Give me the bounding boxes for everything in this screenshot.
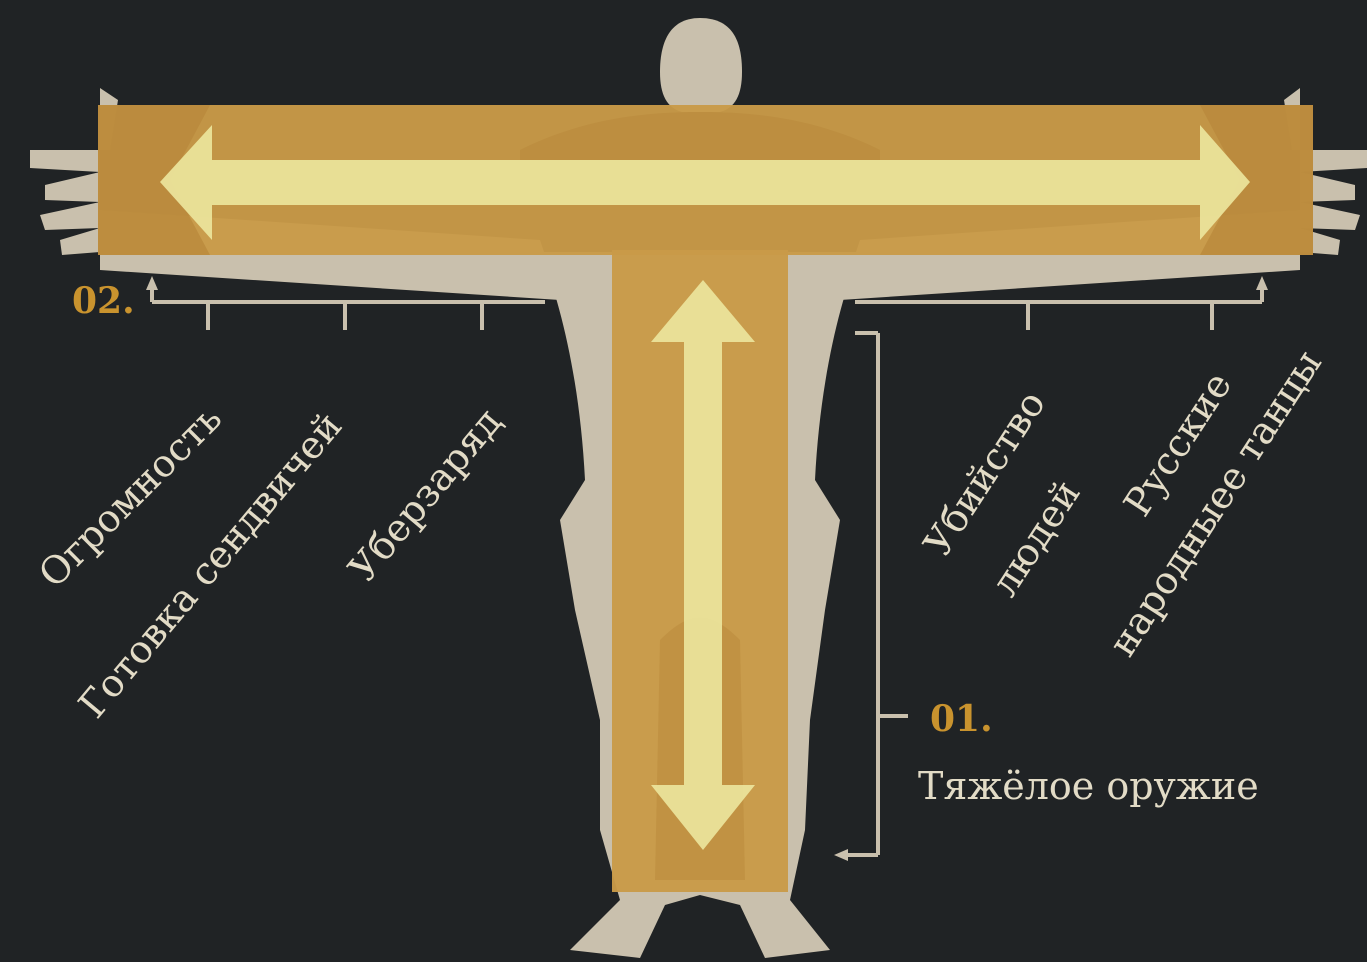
silhouette-head <box>660 18 742 112</box>
axis-01 <box>840 333 908 855</box>
axis-01-arrowhead <box>834 849 848 861</box>
axis-02-left-arrowhead <box>146 276 158 290</box>
axis-01-number: 01. <box>930 699 993 739</box>
axis-02-number: 02. <box>72 281 135 321</box>
label-heavy-weapons: Тяжёлое оружие <box>918 764 1259 808</box>
axis-02-right-arrowhead <box>1256 276 1268 290</box>
